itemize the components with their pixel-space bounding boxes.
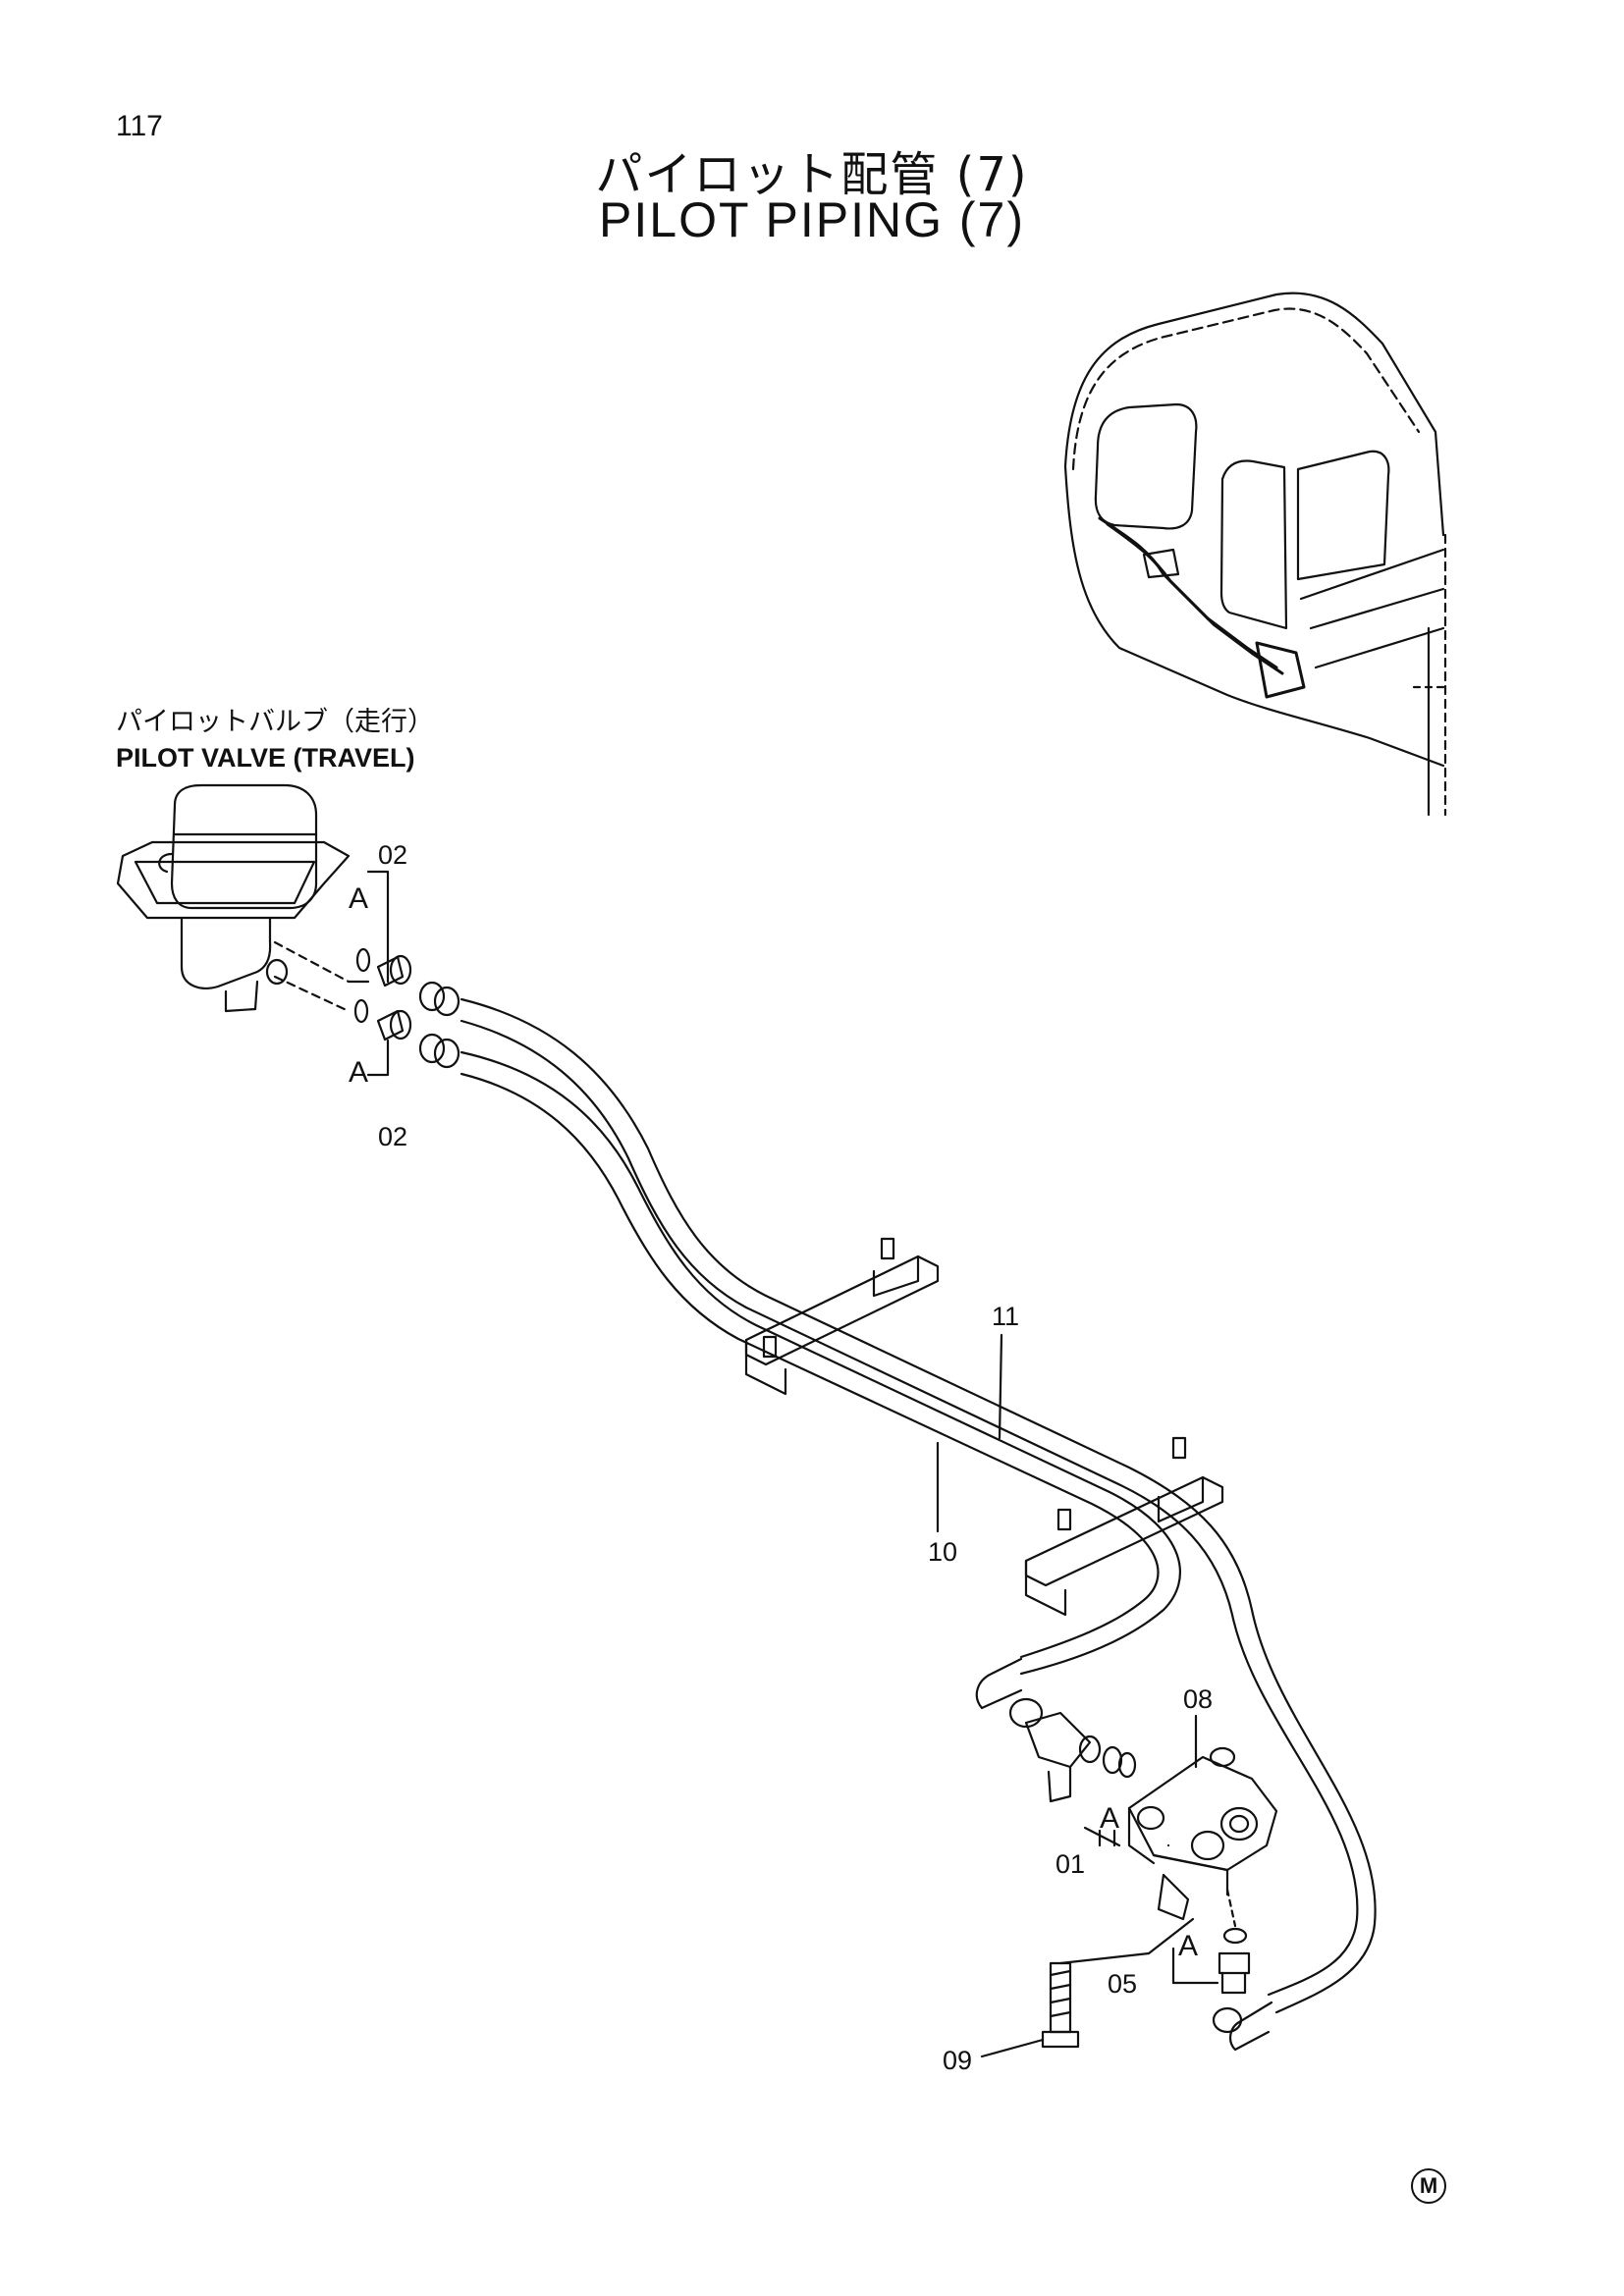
adapter-05 (1218, 1888, 1251, 1995)
hose-10 (460, 1050, 1182, 1676)
elbow-fitting-10 (975, 1657, 1044, 1729)
callout-05: 05 (1108, 1969, 1137, 1999)
corner-mark: M (1411, 2168, 1446, 2204)
pilot-valve-label: パイロットバルブ（走行） PILOT VALVE (TRAVEL) (116, 705, 434, 775)
pilot-valve-travel (116, 783, 351, 1013)
callout-10: 10 (928, 1537, 957, 1567)
frame-bracket-upper (744, 1237, 940, 1396)
detail-letter-a-adapter: A (1178, 1930, 1198, 1962)
excavator-cab-inset (1063, 292, 1447, 817)
callout-11: 11 (992, 1302, 1019, 1331)
adapter-lower (353, 998, 460, 1069)
frame-bracket-lower (1024, 1436, 1224, 1617)
callout-08: 08 (1183, 1684, 1213, 1714)
callout-09: 09 (943, 2046, 972, 2075)
callout-02-lower: 02 (378, 1122, 407, 1151)
detail-letter-a-shuttle: A (1100, 1802, 1119, 1835)
shuttle-valve-08 (1127, 1746, 1278, 1921)
elbow-fitting-11 (1212, 2001, 1273, 2052)
bolt-09 (1041, 1961, 1080, 2049)
adapter-upper (355, 947, 460, 1017)
page-number: 117 (116, 110, 163, 142)
page-title-english: PILOT PIPING (7) (599, 192, 1025, 247)
hose-11 (460, 997, 1377, 2014)
pilot-valve-label-japanese: パイロットバルブ（走行） (116, 707, 434, 737)
detail-letter-a-upper: A (349, 882, 368, 915)
callout-01: 01 (1056, 1849, 1085, 1879)
detail-letter-a-lower: A (349, 1056, 368, 1089)
pilot-valve-label-english: PILOT VALVE (TRAVEL) (116, 743, 415, 773)
page-title-japanese: パイロット配管 (7) (595, 147, 1029, 202)
callout-02-upper: 02 (378, 840, 407, 870)
fitting-01 (1024, 1711, 1137, 1803)
